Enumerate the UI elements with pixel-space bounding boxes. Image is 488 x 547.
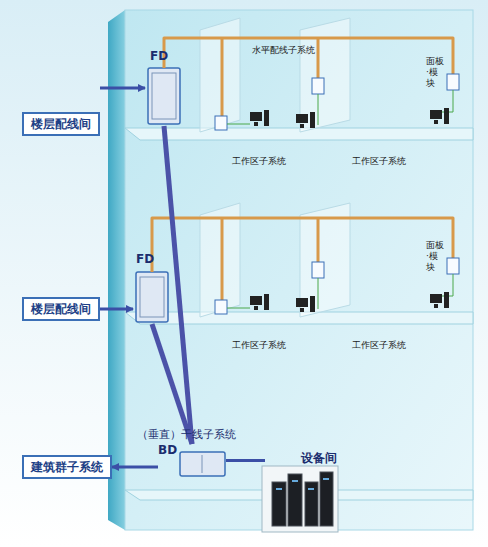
caption-label: 工作区子系统 <box>352 156 406 167</box>
bd-cabinet: BD <box>158 444 226 477</box>
monitor-icon <box>250 112 262 121</box>
node-text: 建筑群子系统 <box>31 460 103 474</box>
monitor-stand <box>300 308 304 312</box>
equipment-room: 设备间 <box>265 452 337 532</box>
pc-tower <box>264 110 269 126</box>
monitor-icon <box>296 298 308 307</box>
monitor-stand <box>300 124 304 128</box>
cable-connector <box>100 87 145 90</box>
fd-cabinet: FD <box>133 253 171 324</box>
label-box: 楼层配线间 <box>22 112 100 136</box>
cable-connector <box>152 324 192 444</box>
caption-label: 工作区子系统 <box>232 156 286 167</box>
pc-tower <box>310 112 315 128</box>
label-box: 楼层配线间 <box>22 297 100 321</box>
monitor-icon <box>430 110 442 119</box>
caption-label: 工作区子系统 <box>352 340 406 351</box>
monitor-icon <box>250 296 262 305</box>
node-text: FD <box>150 50 168 63</box>
cable-connector <box>164 126 192 444</box>
caption-label: 工作区子系统 <box>232 340 286 351</box>
cable-connector <box>112 466 158 469</box>
monitor-stand <box>254 306 258 310</box>
pc-tower <box>310 296 315 312</box>
monitor-stand <box>254 122 258 126</box>
node-text: 楼层配线间 <box>31 302 91 316</box>
monitor-icon <box>296 114 308 123</box>
cable-connector <box>226 459 265 462</box>
pc-tower <box>444 292 449 308</box>
pc-tower <box>444 108 449 124</box>
cable-connector <box>100 308 133 311</box>
fd-cabinet: FD <box>145 50 183 126</box>
monitor-stand <box>434 120 438 124</box>
caption-label: 面板·模块 <box>426 56 446 89</box>
caption-label: 水平配线子系统 <box>252 45 315 56</box>
node-text: BD <box>158 444 177 457</box>
label-box: 建筑群子系统 <box>22 455 112 479</box>
node-text: FD <box>136 253 154 266</box>
pc-tower <box>264 294 269 310</box>
monitor-icon <box>430 294 442 303</box>
node-text: 楼层配线间 <box>31 117 91 131</box>
monitor-stand <box>434 304 438 308</box>
node-text: 设备间 <box>301 452 337 465</box>
caption-label: （垂直）干线子系统 <box>137 429 236 440</box>
caption-label: 面板·模块 <box>426 240 446 273</box>
